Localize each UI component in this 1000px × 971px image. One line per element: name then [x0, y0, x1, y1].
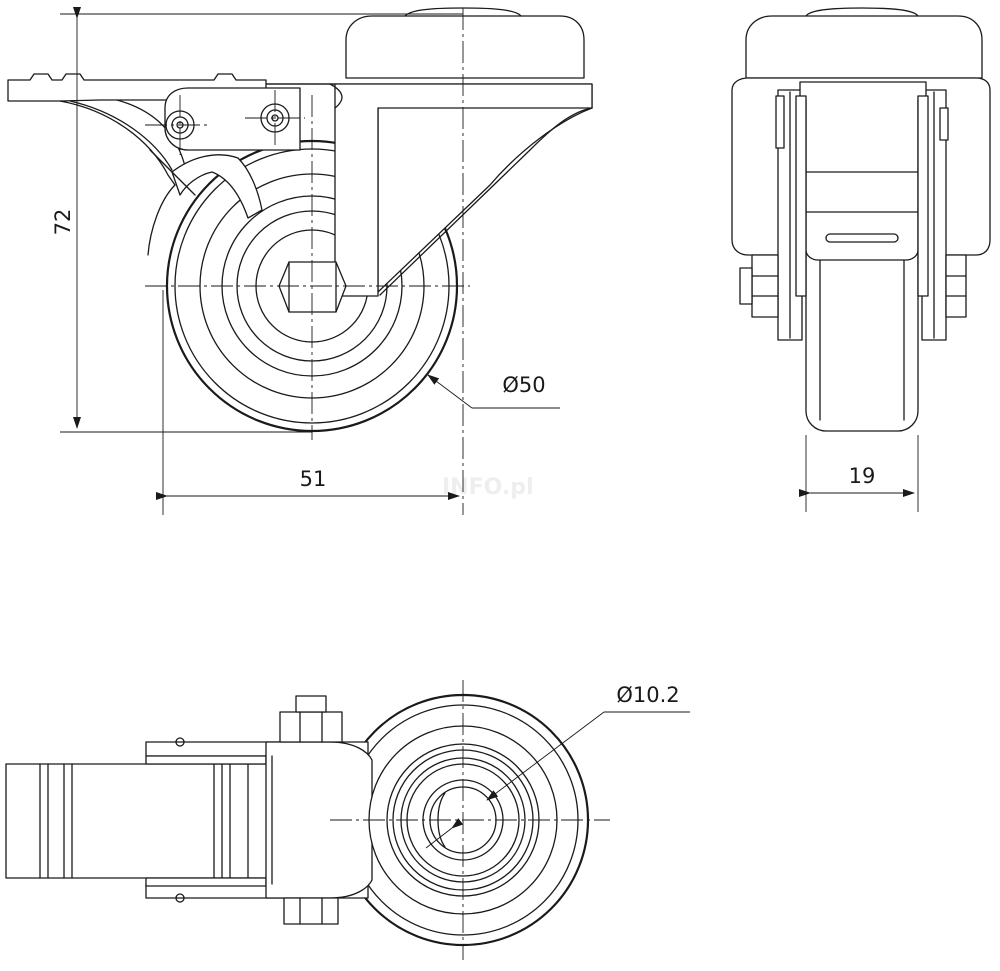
front-swivel-head [745, 15, 983, 79]
side-view [7, 7, 593, 515]
dimension-wheel-diameter-label: Ø50 [502, 373, 545, 397]
top-view-bolt-bottom [283, 897, 339, 925]
side-axle-nut [278, 261, 347, 313]
top-view [5, 680, 610, 960]
dimension-bolt-hole: Ø10.2 [425, 683, 690, 849]
dimension-wheel-width-label: 19 [849, 464, 876, 488]
brake-pad [171, 154, 263, 219]
top-view-brake-body [5, 763, 269, 879]
dimension-width-label: 51 [300, 467, 327, 491]
dimension-wheel-diameter: Ø50 [427, 373, 560, 409]
dimension-height: 72 [51, 7, 463, 433]
front-view [731, 7, 991, 432]
dimension-width: 51 [156, 290, 460, 515]
top-view-bolt-top [279, 695, 343, 743]
front-axle-nut-left [739, 254, 779, 318]
dimension-height-label: 72 [51, 209, 75, 236]
swivel-head [345, 15, 585, 79]
dimension-bolt-hole-label: Ø10.2 [616, 683, 679, 707]
dimension-wheel-width: 19 [799, 435, 919, 512]
front-axle-nut-right [945, 254, 967, 318]
